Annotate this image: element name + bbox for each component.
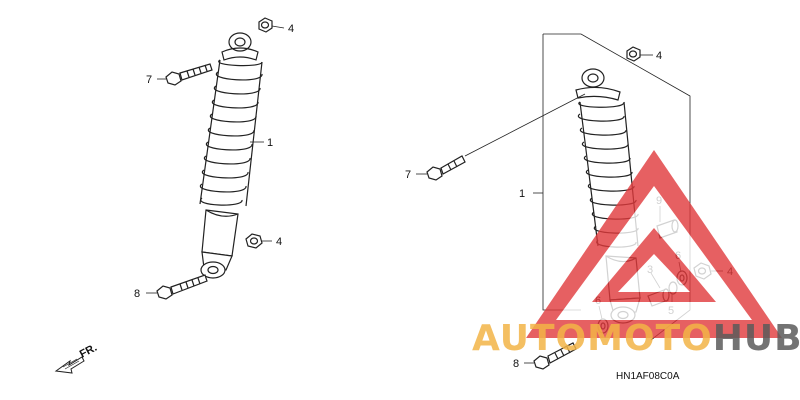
- callout-right-1: 1: [519, 188, 525, 200]
- left-coil-spring: [199, 59, 263, 207]
- watermark-moto: MOTO: [587, 318, 713, 359]
- callout-left-1: 1: [267, 137, 273, 149]
- callout-left-4-top: 4: [288, 23, 294, 35]
- callout-right-7: 7: [405, 169, 411, 181]
- callout-left-4-bottom: 4: [276, 236, 282, 248]
- front-arrow-icon: [54, 356, 85, 374]
- diagram-reference-code: HN1AF08C0A: [616, 371, 680, 382]
- left-top-eye: [221, 32, 259, 61]
- callout-right-8: 8: [513, 358, 519, 370]
- callout-left-7: 7: [146, 74, 152, 86]
- callout-left-8: 8: [134, 288, 140, 300]
- watermark-hub: HUB: [713, 318, 800, 359]
- callout-right-4-top: 4: [656, 50, 662, 62]
- left-bolt-8: [156, 274, 208, 300]
- front-label: FR.: [78, 342, 99, 361]
- left-damper-body: [201, 209, 239, 271]
- right-bolt-8: [533, 342, 577, 370]
- watermark-text: AUTOMOTOHUB: [472, 318, 800, 359]
- right-top-nut: [626, 46, 641, 62]
- left-bottom-nut: [245, 233, 263, 249]
- automotohub-watermark: AUTOMOTOHUB: [472, 150, 800, 359]
- warning-triangle-logo: [526, 150, 782, 338]
- right-bolt-7: [426, 155, 466, 181]
- left-top-nut: [258, 17, 273, 33]
- front-direction-marker: FR.: [54, 342, 99, 374]
- left-shock-assembly: 4 7 1 4 8: [134, 17, 294, 300]
- right-top-eye: [575, 68, 621, 101]
- watermark-auto: AUTO: [472, 318, 587, 359]
- left-bottom-eye: [200, 261, 226, 279]
- left-bolt-7: [165, 63, 213, 86]
